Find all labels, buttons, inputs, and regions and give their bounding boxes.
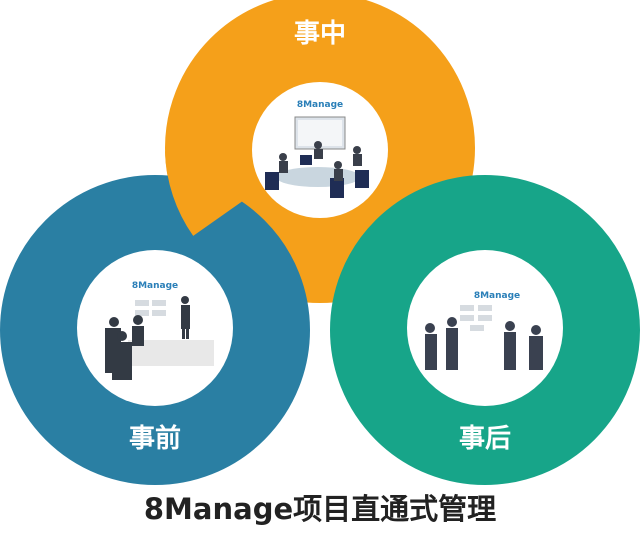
ring-during-overlap [165, 147, 268, 236]
brand-after: 8Manage [474, 291, 520, 301]
ring-after [330, 175, 640, 485]
ring-during [165, 0, 475, 303]
diagram-title: 8Manage项目直通式管理 [143, 492, 497, 526]
stage-label-after: 事后 [459, 424, 511, 454]
brand-during: 8Manage [297, 100, 343, 110]
stage-label-before: 事前 [129, 423, 181, 454]
brand-before: 8Manage [132, 281, 178, 291]
applause-illustration [425, 305, 543, 370]
inner-circle-before [77, 250, 233, 406]
ring-before [0, 175, 310, 485]
presentation-illustration [105, 296, 214, 380]
stage-label-during: 事中 [294, 19, 346, 49]
meeting-illustration [265, 116, 369, 198]
